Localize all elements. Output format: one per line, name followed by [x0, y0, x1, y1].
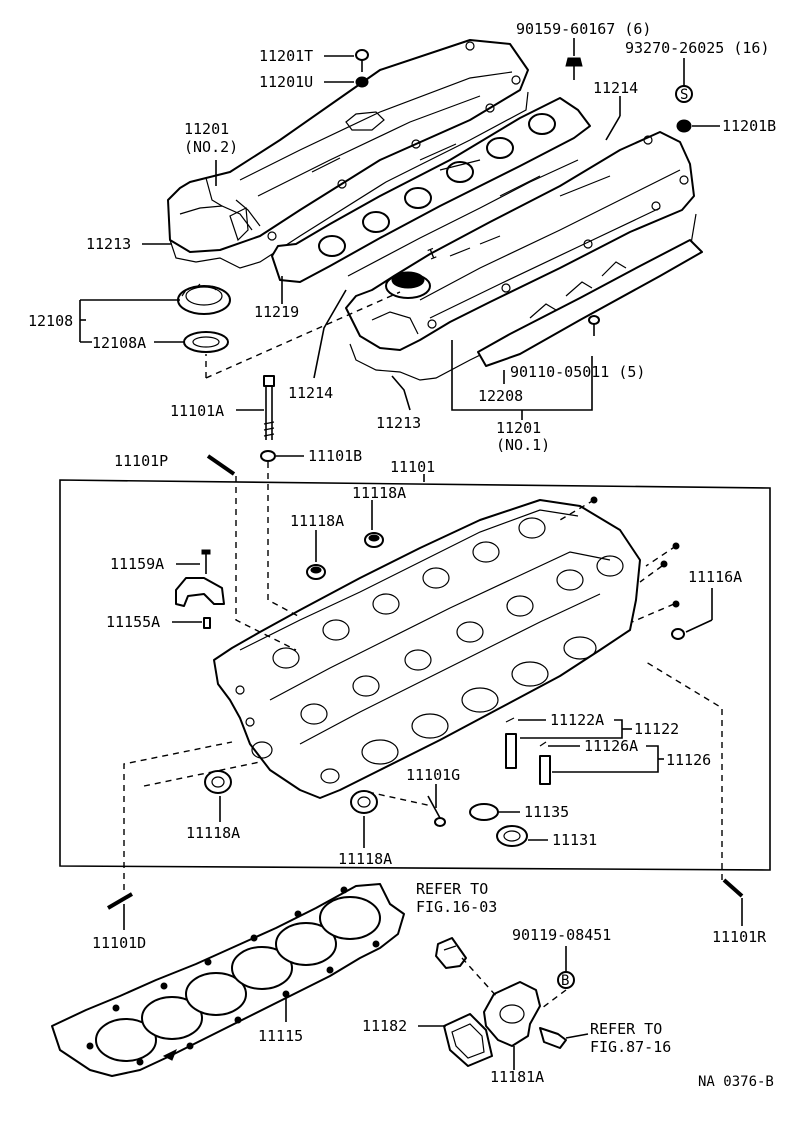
seal-11135	[469, 803, 499, 821]
cylinder-head-11101	[213, 499, 641, 799]
head-bolt-11101A	[263, 375, 275, 440]
label-11118A-top: 11118A	[352, 484, 406, 502]
bracket-11159A	[175, 549, 225, 607]
label-11131: 11131	[552, 831, 597, 849]
label-11101G: 11101G	[406, 766, 460, 784]
nut-11201U	[355, 76, 369, 88]
label-11115: 11115	[258, 1027, 303, 1045]
label-no1: (NO.1)	[496, 436, 550, 454]
plug-11118A-bl	[204, 770, 232, 794]
label-90119-08451: 90119-08451	[512, 926, 611, 944]
label-11101P: 11101P	[114, 452, 168, 470]
label-11101R: 11101R	[712, 928, 767, 946]
label-90110-05011: 90110-05011 (5)	[510, 363, 645, 381]
label-93270-26025: 93270-26025 (16)	[625, 39, 770, 57]
label-11126: 11126	[666, 751, 711, 769]
bolt-90110	[588, 315, 600, 336]
label-11201U: 11201U	[259, 73, 313, 91]
label-11118A-mid: 11118A	[290, 512, 344, 530]
label-12108A: 12108A	[92, 334, 146, 352]
label-11219: 11219	[254, 303, 299, 321]
label-11116A: 11116A	[688, 568, 742, 586]
label-11214-bottom: 11214	[288, 384, 333, 402]
pin-11155A	[203, 617, 211, 629]
label-refer-to-1: REFER TO	[416, 880, 488, 898]
label-11126A: 11126A	[584, 737, 638, 755]
head-cover-no2	[167, 39, 529, 269]
plug-11118A-top	[364, 532, 384, 548]
label-11118A-bottom-center: 11118A	[338, 850, 392, 868]
label-no2: (NO.2)	[184, 138, 238, 156]
stud-11101P	[206, 454, 236, 476]
label-11101D: 11101D	[92, 934, 146, 952]
label-11201-no1: 11201	[496, 419, 541, 437]
label-11101B: 11101B	[308, 447, 362, 465]
label-11213-top: 11213	[86, 235, 131, 253]
seal-washer-s: S	[675, 85, 693, 103]
label-11101A: 11101A	[170, 402, 224, 420]
stud-11101D	[106, 892, 134, 910]
bolt-11201T	[355, 49, 369, 72]
label-11181A: 11181A	[490, 1068, 544, 1086]
label-11155A: 11155A	[106, 613, 160, 631]
label-11214-top: 11214	[593, 79, 638, 97]
stud-11101R	[722, 878, 744, 898]
bolt-90159	[565, 57, 583, 80]
oil-filler-cap-12108	[177, 283, 231, 353]
alignment-dashes	[123, 291, 723, 1009]
group-frame-11101	[59, 479, 771, 871]
label-11135: 11135	[524, 803, 569, 821]
nut-11116A	[671, 628, 685, 640]
label-90159-60167: 90159-60167 (6)	[516, 20, 651, 38]
label-refer-to-2: REFER TO	[590, 1020, 662, 1038]
head-gasket-11115	[51, 883, 405, 1077]
guide-11126	[539, 741, 551, 785]
bolt-b-90119: B	[557, 971, 575, 989]
label-11101: 11101	[390, 458, 435, 476]
label-11159A: 11159A	[110, 555, 164, 573]
part-labels: 90159-60167 (6) 93270-26025 (16) 11201T …	[28, 20, 776, 1090]
seal-11131	[496, 825, 528, 847]
label-12208: 12208	[478, 387, 523, 405]
water-outlet-11181A	[483, 981, 567, 1049]
center-cover-11219	[271, 97, 591, 283]
label-fig-87-16: FIG.87-16	[590, 1038, 671, 1056]
washer-11101B	[260, 450, 276, 462]
label-11122A: 11122A	[550, 711, 604, 729]
plug-11118A-bc	[350, 790, 378, 814]
svg-text:S: S	[680, 87, 688, 103]
stud-11101G	[427, 795, 446, 827]
nut-11201B	[676, 119, 692, 133]
plug-11118A-mid	[306, 564, 326, 580]
label-11201B: 11201B	[722, 117, 776, 135]
label-11213-bottom: 11213	[376, 414, 421, 432]
label-11201-no2: 11201	[184, 120, 229, 138]
label-11118A-bottom-left: 11118A	[186, 824, 240, 842]
sensor-refer-16-03	[435, 937, 467, 969]
label-12108: 12108	[28, 312, 73, 330]
label-fig-16-03: FIG.16-03	[416, 898, 497, 916]
svg-text:B: B	[561, 973, 569, 989]
label-11201T: 11201T	[259, 47, 313, 65]
guide-11122	[505, 717, 517, 769]
diagram-code: NA 0376-B	[698, 1074, 774, 1090]
label-11182: 11182	[362, 1017, 407, 1035]
leader-lines	[79, 38, 743, 1070]
head-cover-no1: I	[345, 131, 703, 381]
label-11122: 11122	[634, 720, 679, 738]
gasket-11182	[443, 1013, 493, 1067]
